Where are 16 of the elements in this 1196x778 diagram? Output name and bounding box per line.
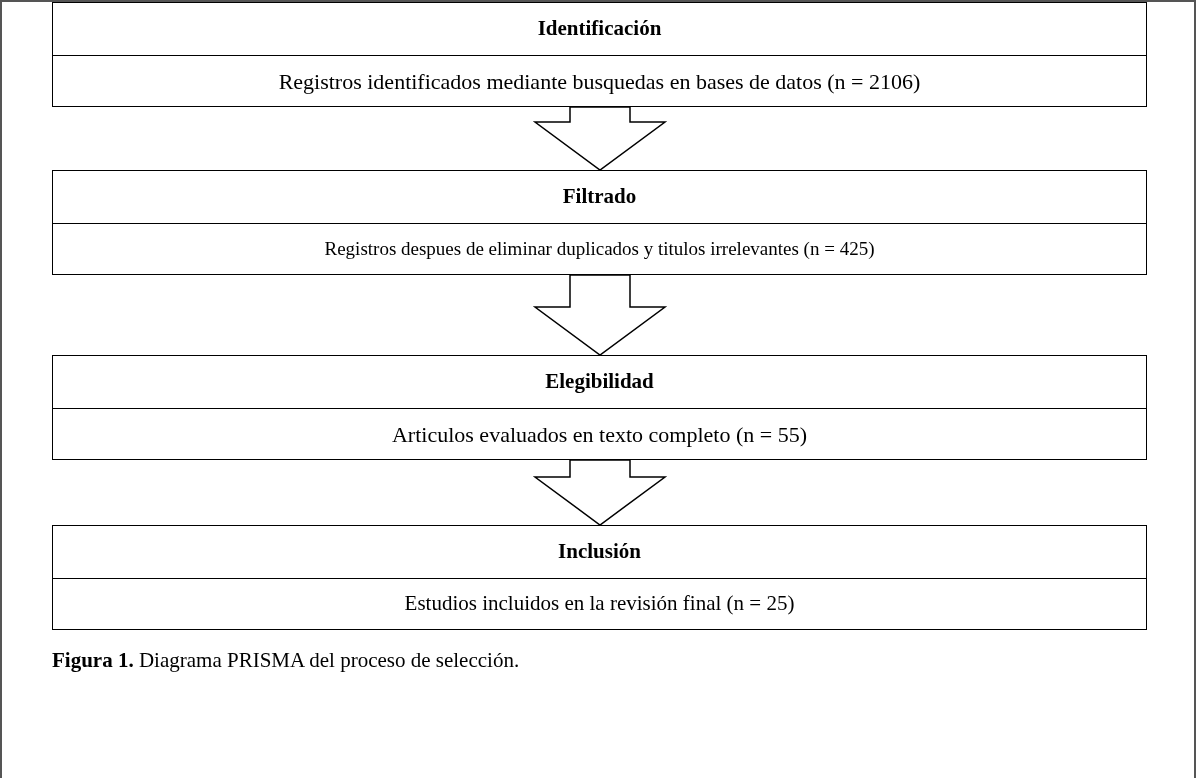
stage-heading: Elegibilidad — [545, 368, 654, 396]
stage-box — [52, 525, 1147, 630]
stage-heading: Identificación — [537, 15, 662, 43]
stage-description: Estudios incluidos en la revisión final (n = 25) — [404, 590, 795, 618]
block-arrow — [532, 274, 668, 356]
stage-box — [52, 355, 1147, 460]
stage-box — [52, 2, 1147, 107]
block-arrow — [532, 106, 668, 171]
stage-description: Registros identificados mediante busquedas en bases de datos (n = 2106) — [278, 67, 921, 96]
stage-heading: Filtrado — [562, 183, 637, 211]
stage-description: Articulos evaluados en texto completo (n = 55) — [392, 420, 807, 449]
stage-heading: Inclusión — [558, 538, 641, 566]
stage-box — [52, 170, 1147, 275]
figure-caption: Figura 1. Diagrama PRISMA del proceso de selección. — [52, 647, 520, 674]
stage-description: Registros despues de eliminar duplicados y titulos irrelevantes (n = 425) — [324, 236, 875, 261]
block-arrow — [532, 459, 668, 526]
